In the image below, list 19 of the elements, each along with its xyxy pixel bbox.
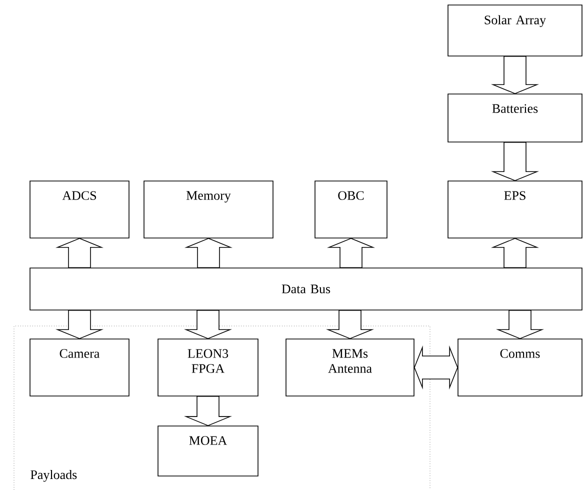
block-arrow <box>496 310 544 340</box>
block-box: Solar Array <box>448 4 582 56</box>
block-box: Camera <box>30 338 130 396</box>
block-arrow <box>55 310 104 340</box>
block-box: Comms <box>458 338 582 396</box>
block-box: EPS <box>448 180 582 238</box>
block-box: ADCS <box>30 180 130 238</box>
block-arrow <box>490 56 540 94</box>
block-arrow <box>490 142 540 182</box>
block-box: Memory <box>144 180 274 238</box>
block-arrow <box>184 396 232 426</box>
block-box: OBC <box>314 180 388 238</box>
block-box: MOEA <box>158 426 258 476</box>
block-arrow <box>184 310 232 340</box>
bus-bar: Data Bus <box>30 268 582 310</box>
block-box: LEON3 FPGA <box>158 338 258 396</box>
block-box: Batteries <box>448 94 582 142</box>
block-box: MEMs Antenna <box>286 338 414 396</box>
block-arrow <box>326 310 374 340</box>
